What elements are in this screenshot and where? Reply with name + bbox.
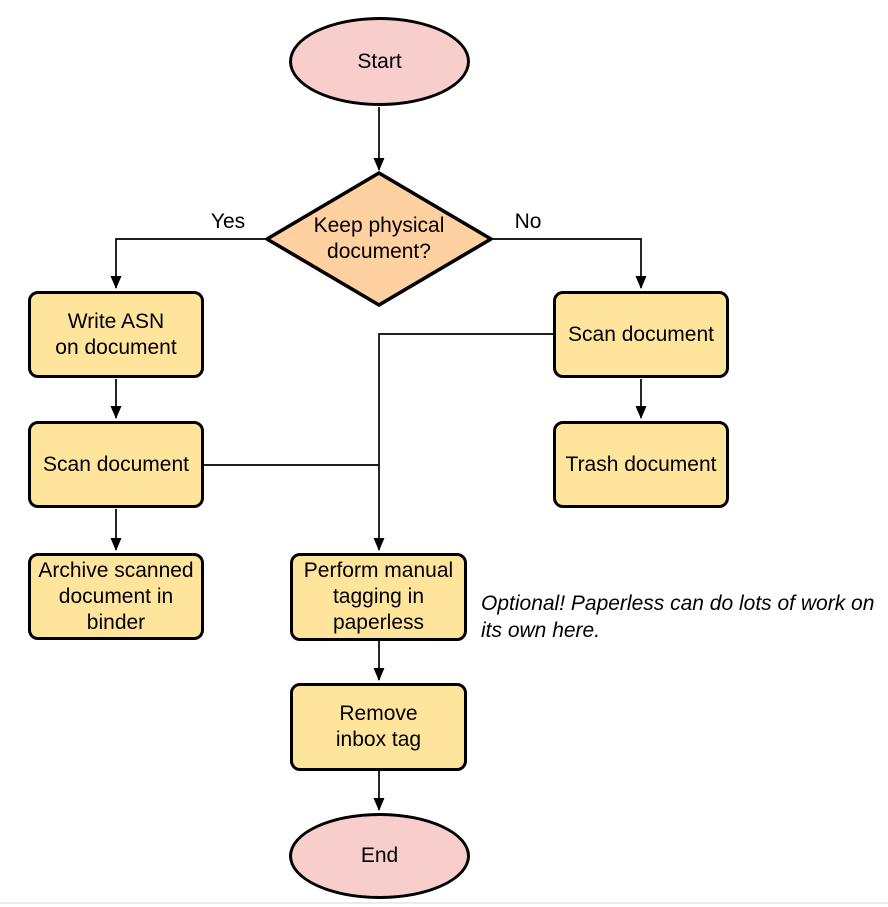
scan-document-left-node: Scan document xyxy=(28,421,204,508)
decision-node: Keep physical document? xyxy=(289,196,469,282)
decision-diamond-shape xyxy=(265,171,493,307)
write-asn-node-label: Write ASN on document xyxy=(55,309,177,359)
remove-inbox-tag-node: Remove inbox tag xyxy=(290,683,467,771)
scan-document-right-node: Scan document xyxy=(553,291,729,378)
scan-document-left-node-label: Scan document xyxy=(43,452,189,476)
archive-node-label: Archive scanned document in binder xyxy=(38,558,194,634)
edge-decision-no-to-scan-right xyxy=(491,238,647,289)
archive-node: Archive scanned document in binder xyxy=(28,553,204,640)
edge-decision-yes-to-write-asn xyxy=(110,238,267,289)
decision-node-label: Keep physical document? xyxy=(313,214,445,263)
end-node: End xyxy=(289,813,470,899)
write-asn-node: Write ASN on document xyxy=(28,291,204,378)
optional-note: Optional! Paperless can do lots of work … xyxy=(481,592,875,642)
start-node: Start xyxy=(289,17,470,106)
scan-document-right-node-label: Scan document xyxy=(568,322,714,346)
trash-document-node: Trash document xyxy=(553,421,729,508)
edge-label-no: No xyxy=(514,210,542,233)
remove-inbox-tag-node-label: Remove inbox tag xyxy=(335,702,422,751)
edge-label-yes: Yes xyxy=(210,210,246,233)
trash-document-node-label: Trash document xyxy=(565,452,717,476)
bottom-divider-line xyxy=(0,902,888,904)
start-node-label: Start xyxy=(357,49,402,73)
manual-tagging-node: Perform manual tagging in paperless xyxy=(290,553,467,641)
edge-scan-right-to-tagging xyxy=(373,333,553,551)
manual-tagging-node-label: Perform manual tagging in paperless xyxy=(303,559,454,634)
end-node-label: End xyxy=(360,844,399,867)
